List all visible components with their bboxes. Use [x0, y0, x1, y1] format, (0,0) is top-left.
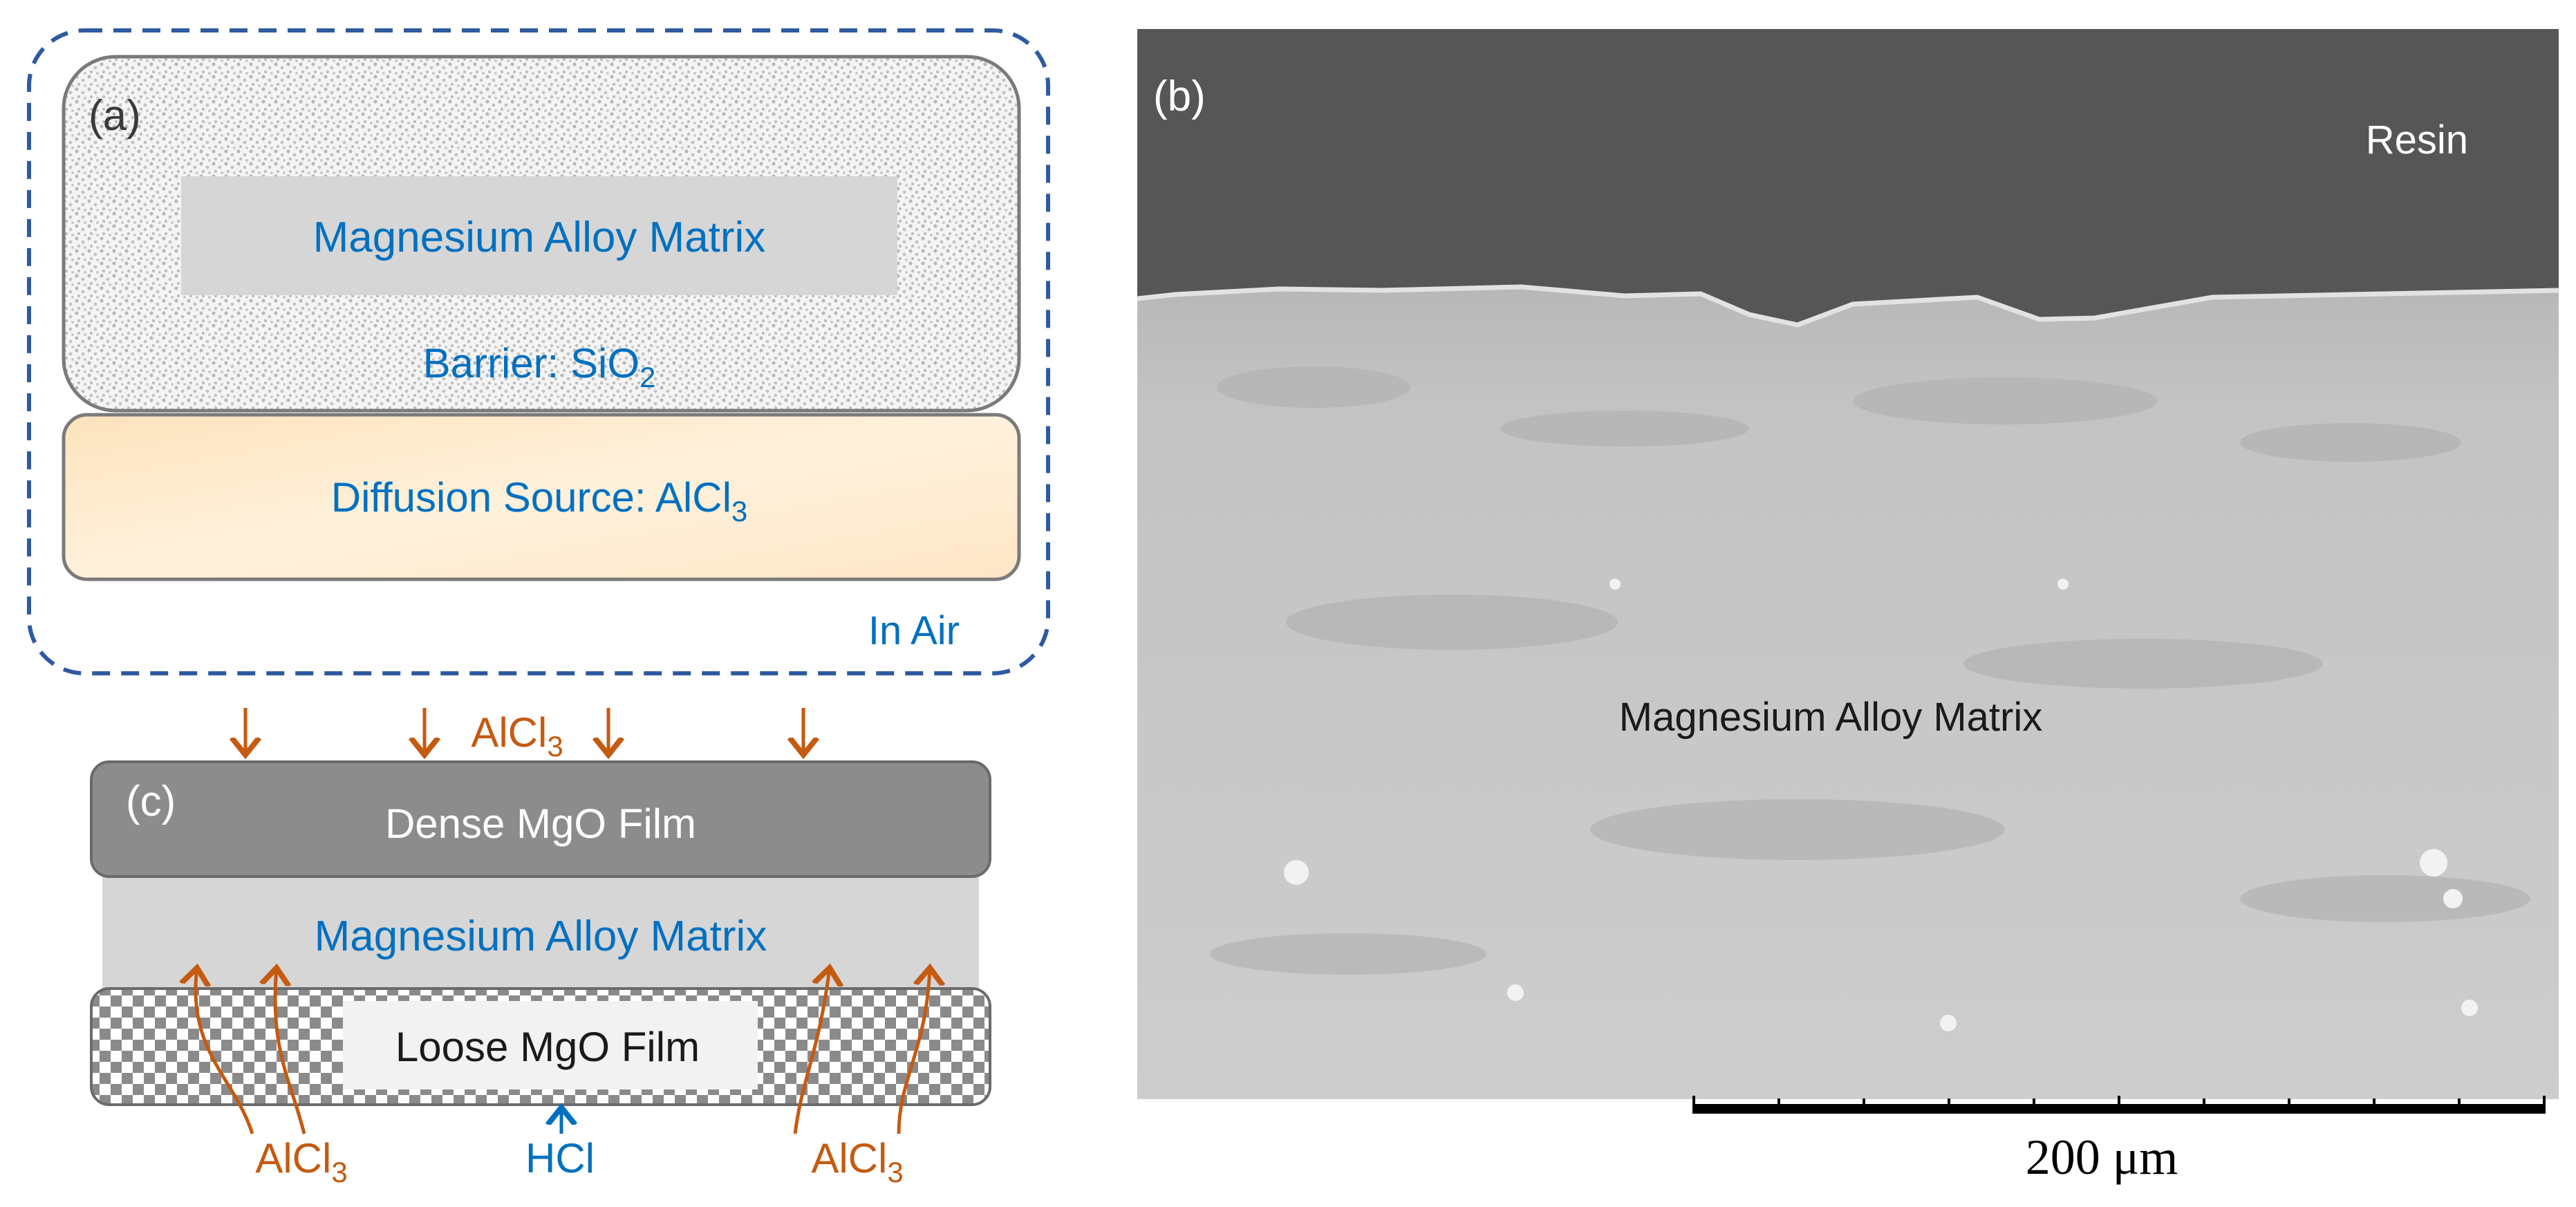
diffusion-source-layer	[62, 413, 1021, 581]
in-air-label: In Air	[868, 608, 960, 653]
dense-film-label: Dense MgO Film	[385, 801, 696, 847]
sem-texture	[1210, 366, 2530, 975]
curved-arrow-left-2	[275, 968, 306, 1134]
matrix-label: Magnesium Alloy Matrix	[313, 214, 766, 261]
sem-matrix-label: Magnesium Alloy Matrix	[1619, 695, 2042, 740]
resin-label: Resin	[2366, 118, 2468, 162]
curved-arrow-left-1	[196, 968, 254, 1134]
resin-region	[1137, 29, 2559, 325]
sem-particles	[1284, 579, 2478, 1031]
bottom-left-alcl3-label: AlCl3	[255, 1135, 347, 1188]
panel-a-label: (a)	[88, 92, 141, 140]
dense-mgo-film	[90, 760, 991, 878]
panel-a: (a) Magnesium Alloy Matrix Barrier: SiO2…	[27, 28, 1050, 675]
top-arrows	[245, 708, 803, 755]
loose-film-label-box	[343, 1001, 758, 1089]
in-air-boundary	[27, 28, 1050, 675]
panel-c: (c) Dense MgO Film Magnesium Alloy Matri…	[90, 708, 991, 1188]
matrix-layer-label: Magnesium Alloy Matrix	[315, 913, 767, 960]
panel-b: (b) Resin Magnesium Alloy Matrix 200 μm	[1137, 29, 2559, 1185]
loose-film-label: Loose MgO Film	[395, 1024, 700, 1070]
bottom-right-alcl3-label: AlCl3	[811, 1135, 903, 1188]
curved-arrow-right-2	[897, 968, 930, 1134]
scale-bar	[1692, 1096, 2546, 1114]
panel-c-label: (c)	[126, 778, 176, 825]
barrier-label: Barrier: SiO2	[423, 340, 656, 393]
interface-line	[1137, 284, 2559, 328]
matrix-block	[181, 176, 897, 295]
diffusion-source-label: Diffusion Source: AlCl3	[331, 474, 748, 527]
top-alcl3-label: AlCl3	[471, 709, 563, 762]
panel-b-label: (b)	[1153, 73, 1206, 120]
scale-bar-label: 200 μm	[2026, 1130, 2178, 1185]
curved-arrow-right-1	[793, 968, 830, 1134]
curved-arrows	[196, 968, 930, 1134]
hcl-label: HCl	[525, 1135, 595, 1181]
